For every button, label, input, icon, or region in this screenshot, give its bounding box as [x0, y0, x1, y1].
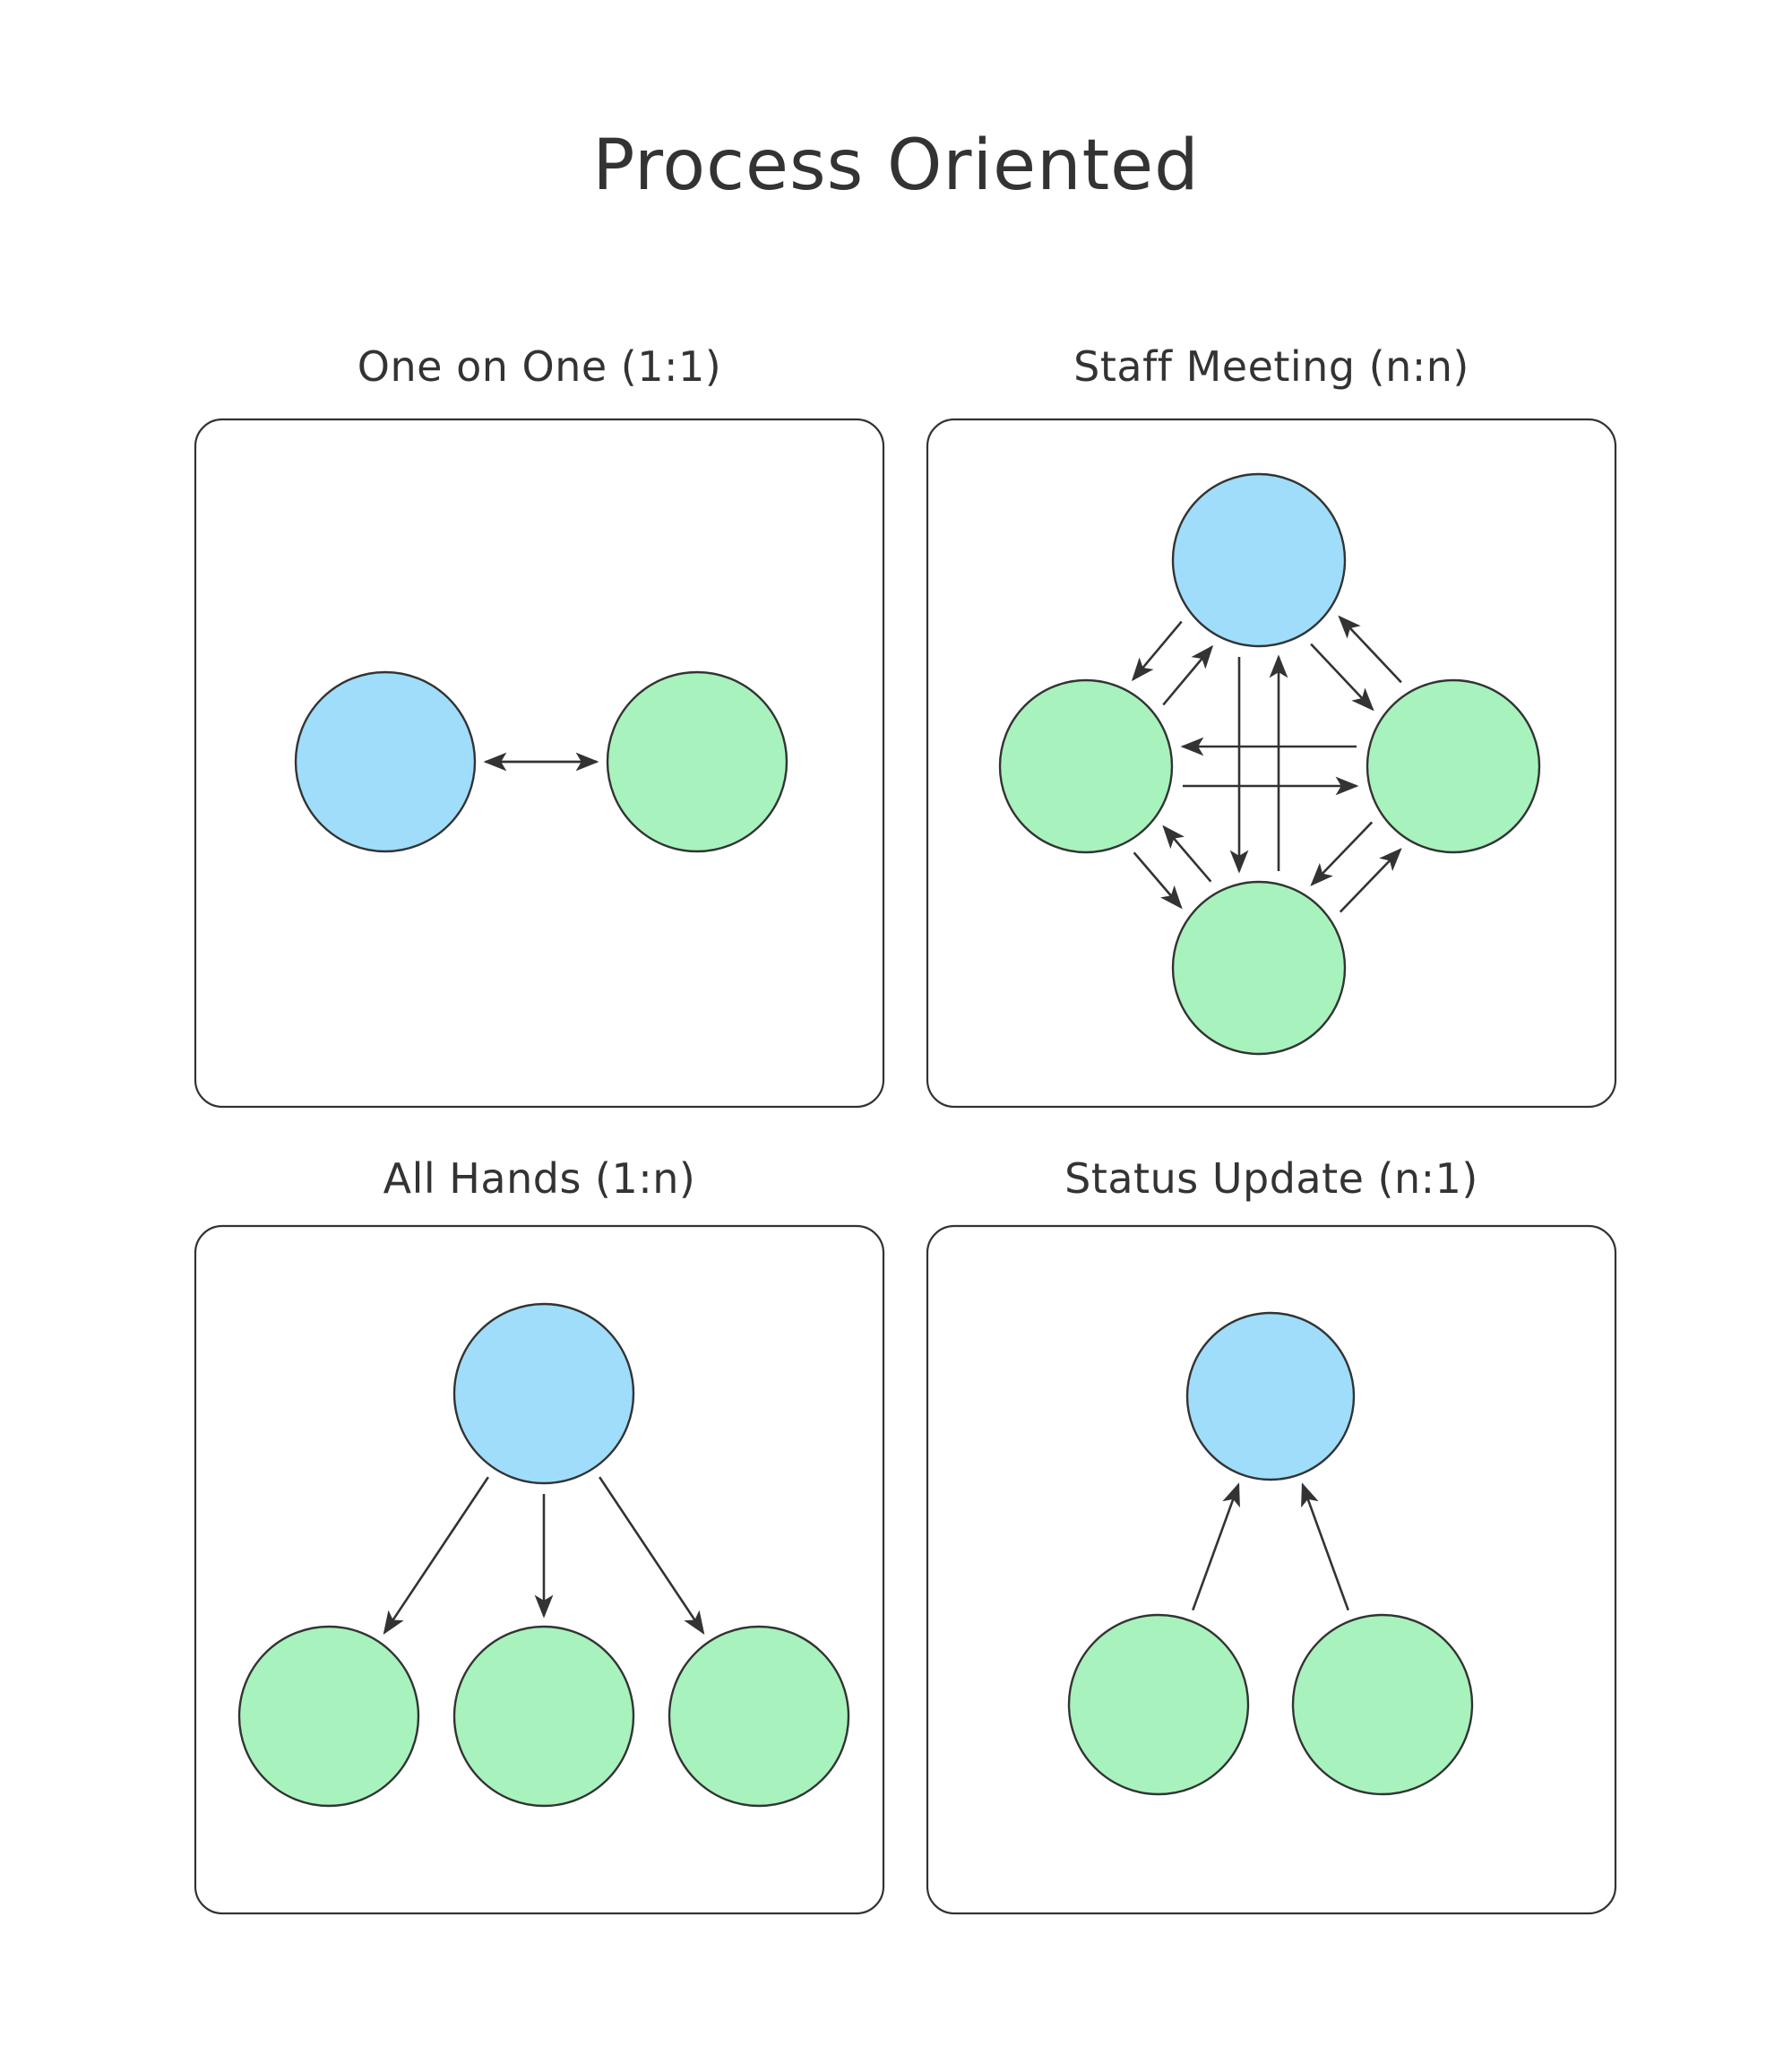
- one-on-one-node-n2: [606, 670, 788, 853]
- all-hands-edge-0: [383, 1476, 489, 1635]
- frame-status: [926, 1224, 1617, 1915]
- panel-title-one-on-one: One on One (1:1): [357, 342, 722, 391]
- staff-meeting-edge-2-forward: [1162, 825, 1212, 883]
- staff-meeting-edge-3-forward: [1339, 848, 1402, 913]
- panel-title-all-hands: All Hands (1:n): [383, 1154, 696, 1203]
- frame-all-hands: [194, 1224, 885, 1915]
- staff-meeting-edge-0-reverse: [1162, 644, 1214, 706]
- all-hands-edge-2: [599, 1476, 705, 1635]
- nodes-layer: [237, 472, 1541, 1808]
- edges-layer: [383, 615, 1402, 1635]
- all-hands-node-a-2: [452, 1625, 635, 1808]
- staff-meeting-edge-3-reverse: [1310, 821, 1374, 886]
- status-update-node-u-1: [1067, 1613, 1250, 1796]
- staff-meeting-edge-0-forward: [1131, 620, 1183, 682]
- staff-meeting-node-s-left: [998, 678, 1174, 854]
- staff-meeting-edge-2-reverse: [1133, 851, 1183, 910]
- status-update-node-u-2: [1291, 1613, 1474, 1796]
- frame-one-on-one: [194, 418, 885, 1109]
- status-update-node-u-top: [1185, 1311, 1356, 1481]
- staff-meeting-edge-1-forward: [1310, 643, 1374, 712]
- panel-title-status-update: Status Update (n:1): [1064, 1154, 1478, 1203]
- all-hands-node-a-top: [452, 1302, 635, 1485]
- status-update-edge-1: [1301, 1482, 1349, 1611]
- page-title: Process Oriented: [592, 125, 1200, 206]
- frame-staff: [926, 418, 1617, 1109]
- staff-meeting-node-s-bottom: [1171, 880, 1347, 1056]
- panel-title-staff-meeting: Staff Meeting (n:n): [1073, 342, 1469, 391]
- staff-meeting-node-s-top: [1171, 472, 1347, 648]
- all-hands-node-a-3: [668, 1625, 850, 1808]
- panel-frames: [194, 418, 1617, 1915]
- staff-meeting-edge-1-reverse: [1338, 615, 1402, 684]
- one-on-one-node-n1: [294, 670, 477, 853]
- status-update-edge-0: [1192, 1482, 1240, 1611]
- staff-meeting-node-s-right: [1366, 678, 1541, 854]
- all-hands-node-a-1: [237, 1625, 420, 1808]
